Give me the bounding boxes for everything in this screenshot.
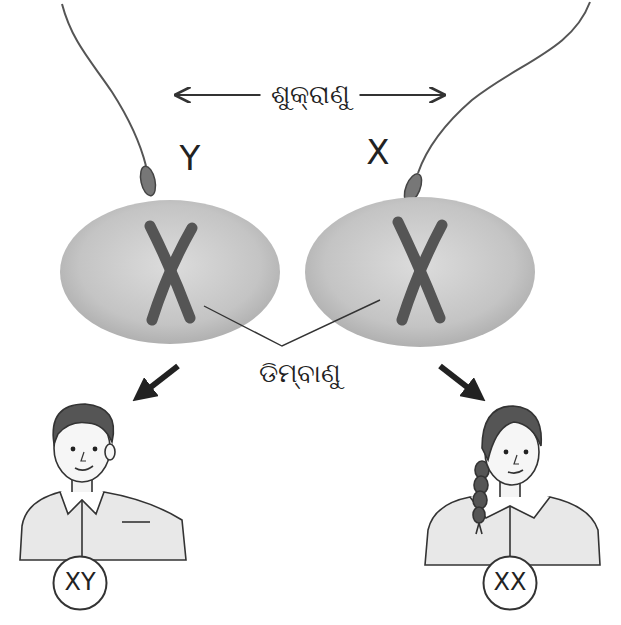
x-chromosome [398,222,442,320]
pointer-arrow [360,94,445,96]
chromosome-letter: X [366,132,389,173]
egg-cell [60,200,280,344]
x-chromosome [150,226,192,320]
sperm-cell [62,4,158,197]
girl-figure [425,406,600,565]
leader-line [204,300,380,346]
sperm-cell [401,2,590,205]
result-arrow [440,366,476,394]
egg-cell [305,197,535,347]
sperm-label: ଶୁକ୍ରାଣୁ [271,79,350,110]
boy-figure [20,404,186,560]
result-arrow [142,366,178,394]
genotype-text: XY [64,569,95,597]
genotype-text: XX [494,569,527,597]
pointer-arrow [176,94,261,96]
genotype-circle: XX [482,555,538,611]
genotype-circle: XY [52,555,108,611]
chromosome-letter: Y [180,138,201,179]
ovum-label: ଡିମ୍ବାଣୁ [259,358,341,389]
